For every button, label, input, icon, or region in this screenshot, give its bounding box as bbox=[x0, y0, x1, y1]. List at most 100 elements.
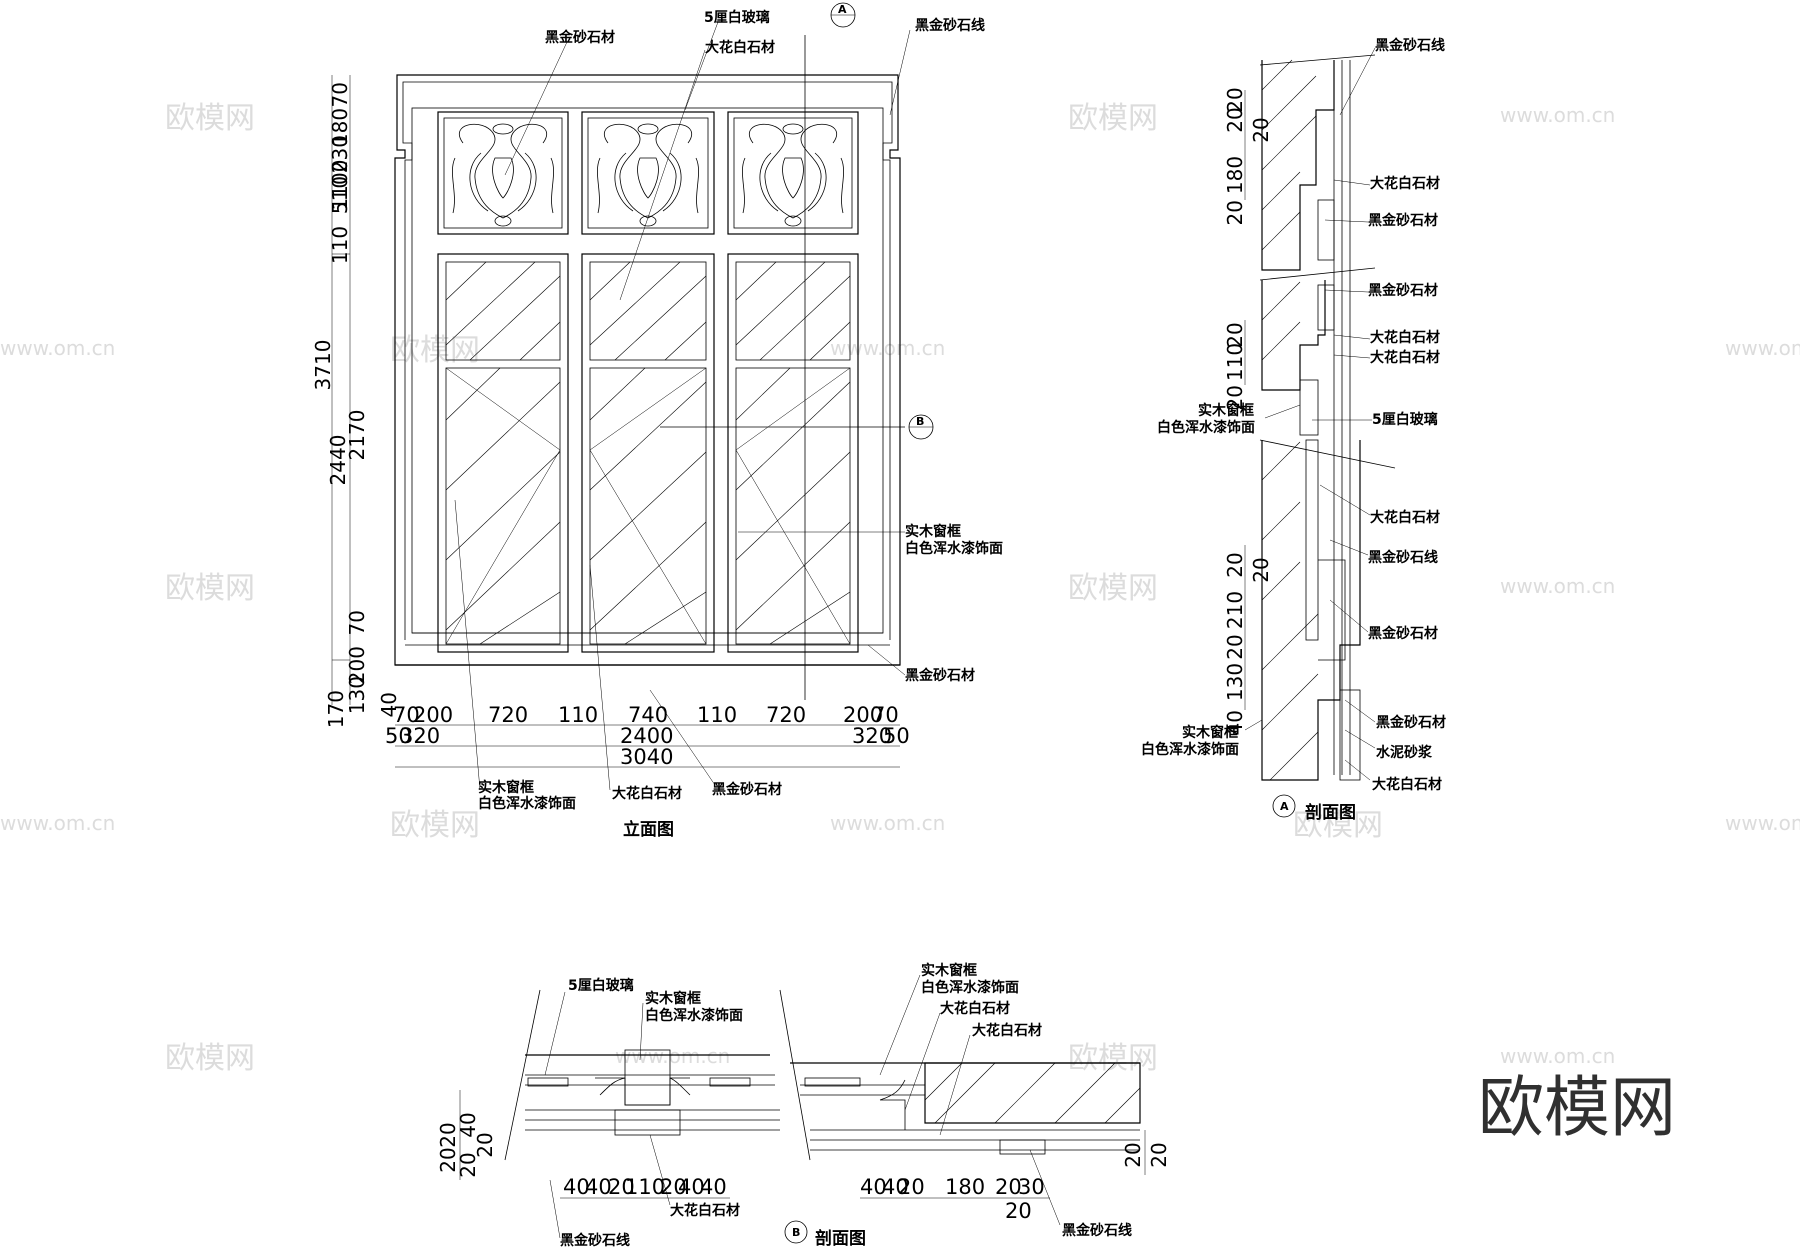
label-a-marble: 大花白石材 bbox=[1372, 776, 1442, 793]
carving-ornament-right bbox=[742, 123, 844, 227]
label-a-glass: 5厘白玻璃 bbox=[1372, 411, 1438, 428]
watermark-url: www.om.cn bbox=[1500, 1044, 1615, 1068]
section-b-labels: 5厘白玻璃 实木窗框 白色浑水漆饰面 实木窗框 白色浑水漆饰面 大花白石材 大花… bbox=[544, 962, 1132, 1249]
label-bottom-frame-2: 白色浑水漆饰面 bbox=[478, 795, 576, 812]
dim-a: 20 bbox=[1223, 385, 1247, 410]
dim-b-bottom: 40 bbox=[678, 1175, 705, 1199]
label-a-black-sand-line: 黑金砂石线 bbox=[1368, 549, 1438, 566]
dim-b-bottom: 110 bbox=[625, 1175, 665, 1199]
break-line bbox=[1259, 267, 1376, 281]
section-b-drawing: 5厘白玻璃 实木窗框 白色浑水漆饰面 实木窗框 白色浑水漆饰面 大花白石材 大花… bbox=[436, 962, 1171, 1249]
dim-left: 1100 bbox=[328, 160, 352, 211]
leader-line bbox=[889, 29, 911, 116]
label-b-frame-1: 实木窗框 bbox=[921, 962, 977, 979]
dim-a: 20 bbox=[1223, 107, 1247, 132]
label-b-marble: 大花白石材 bbox=[670, 1202, 740, 1219]
leader-line bbox=[454, 499, 481, 791]
section-a-drawing: 黑金砂石线 大花白石材 黑金砂石材 黑金砂石材 大花白石材 大花白石材 5厘白玻… bbox=[1141, 37, 1446, 823]
dim-a: 20 bbox=[1223, 322, 1247, 347]
label-b-frame-2: 白色浑水漆饰面 bbox=[645, 1007, 743, 1024]
section-a-hatch bbox=[1261, 59, 1319, 781]
label-a-black-sand-line: 黑金砂石线 bbox=[1375, 37, 1445, 54]
watermark-brand: 欧模网 bbox=[390, 333, 480, 368]
section-a-wall-top bbox=[1261, 60, 1335, 271]
dim-left: 3710 bbox=[311, 340, 335, 391]
label-bottom-black-sand: 黑金砂石材 bbox=[712, 781, 782, 798]
watermark-brand: 欧模网 bbox=[1068, 101, 1158, 136]
section-b-mark-label: B bbox=[792, 1226, 800, 1239]
label-b-glass: 5厘白玻璃 bbox=[568, 977, 634, 994]
transom-inner-left bbox=[443, 117, 563, 229]
label-glass: 5厘白玻璃 bbox=[704, 9, 770, 26]
window-pane-center-bottom bbox=[589, 367, 707, 645]
elevation-title: 立面图 bbox=[623, 819, 674, 840]
label-a-marble: 大花白石材 bbox=[1370, 349, 1440, 366]
transom-panel-center bbox=[581, 111, 715, 235]
watermark-brand: 欧模网 bbox=[1293, 808, 1383, 843]
section-a-wall-low bbox=[1261, 440, 1361, 781]
dim-bottom: 110 bbox=[697, 703, 737, 727]
break-line bbox=[1259, 439, 1396, 469]
section-b-hatch bbox=[924, 1062, 1141, 1124]
dim-a: 20 bbox=[1249, 117, 1273, 142]
dim-a: 20 bbox=[1223, 87, 1247, 112]
dim-b-right: 20 bbox=[1147, 1142, 1171, 1167]
dim-b-bottom: 40 bbox=[585, 1175, 612, 1199]
window-sash-center bbox=[581, 253, 715, 653]
watermark-url: www.om.cn bbox=[1725, 336, 1800, 360]
dim-a: 110 bbox=[1223, 343, 1247, 381]
section-mark-a-label: A bbox=[838, 3, 847, 16]
watermark-url: www.om.cn bbox=[830, 811, 945, 835]
dim-b-vertical: 20 bbox=[436, 1122, 460, 1147]
elevation-bottom-dimensions: 70 200 720 110 740 110 720 200 70 50 320… bbox=[385, 703, 910, 769]
leader-line bbox=[504, 41, 568, 176]
label-a-frame-1: 实木窗框 bbox=[1198, 402, 1254, 419]
watermark-url: www.om.cn bbox=[1500, 103, 1615, 127]
label-a-black-sand: 黑金砂石材 bbox=[1368, 212, 1438, 229]
label-b-frame-2: 白色浑水漆饰面 bbox=[921, 979, 1019, 996]
label-a-black-sand: 黑金砂石材 bbox=[1376, 714, 1446, 731]
label-a-frame-2: 白色浑水漆饰面 bbox=[1141, 741, 1239, 758]
dim-a: 40 bbox=[1223, 710, 1247, 735]
carving-ornament-left bbox=[452, 123, 554, 227]
dim-left: 2440 bbox=[326, 435, 350, 486]
watermark-url: www.om.cn bbox=[0, 811, 115, 835]
dim-a: 180 bbox=[1223, 156, 1247, 194]
window-pane-right-top bbox=[735, 261, 851, 361]
section-a-dimensions: 20 180 20 20 20 20 110 20 20 20 210 20 1… bbox=[1223, 87, 1273, 735]
dim-bottom: 740 bbox=[628, 703, 668, 727]
dim-b-vertical: 20 bbox=[436, 1147, 460, 1172]
leader-line bbox=[867, 644, 906, 676]
section-a-title: 剖面图 bbox=[1305, 802, 1356, 823]
dim-b-bottom: 20 bbox=[995, 1175, 1022, 1199]
dim-bottom: 320 bbox=[852, 724, 892, 748]
elevation-panel-border bbox=[411, 107, 884, 634]
dim-bottom: 50 bbox=[883, 724, 910, 748]
dim-left: 70 bbox=[345, 610, 369, 635]
watermark-url: www.om.cn bbox=[615, 1044, 730, 1068]
watermark-url: www.om.cn bbox=[0, 336, 115, 360]
label-a-black-sand: 黑金砂石材 bbox=[1368, 282, 1438, 299]
dim-b-bottom: 40 bbox=[882, 1175, 909, 1199]
break-line bbox=[1259, 54, 1376, 66]
label-b-frame-1: 实木窗框 bbox=[645, 990, 701, 1007]
label-a-black-sand: 黑金砂石材 bbox=[1368, 625, 1438, 642]
section-a-wall-mid bbox=[1261, 280, 1326, 391]
dim-a: 20 bbox=[1223, 552, 1247, 577]
window-sash-right bbox=[727, 253, 859, 653]
label-black-sand-line: 黑金砂石线 bbox=[915, 17, 985, 34]
watermark-brand: 欧模网 bbox=[165, 571, 255, 606]
glass-hatch bbox=[445, 261, 851, 645]
dim-left: 70 bbox=[328, 82, 352, 107]
watermark-brand: 欧模网 bbox=[390, 808, 480, 843]
dim-bottom: 70 bbox=[393, 703, 420, 727]
dim-a: 20 bbox=[1223, 634, 1247, 659]
elevation-drawing: A B 黑金砂石材 5厘白玻璃 大花白石材 黑金砂石线 实木窗框 白色浑水漆饰面… bbox=[311, 2, 1003, 840]
dim-b-bottom: 40 bbox=[860, 1175, 887, 1199]
dim-b-bottom: 20 bbox=[608, 1175, 635, 1199]
leader-line bbox=[649, 689, 716, 786]
section-b-dimensions: 20 20 40 20 20 40 40 20 110 20 40 40 40 … bbox=[436, 1090, 1171, 1223]
label-bottom-marble: 大花白石材 bbox=[612, 785, 682, 802]
watermark-brand: 欧模网 bbox=[1068, 571, 1158, 606]
dim-a: 20 bbox=[1223, 200, 1247, 225]
